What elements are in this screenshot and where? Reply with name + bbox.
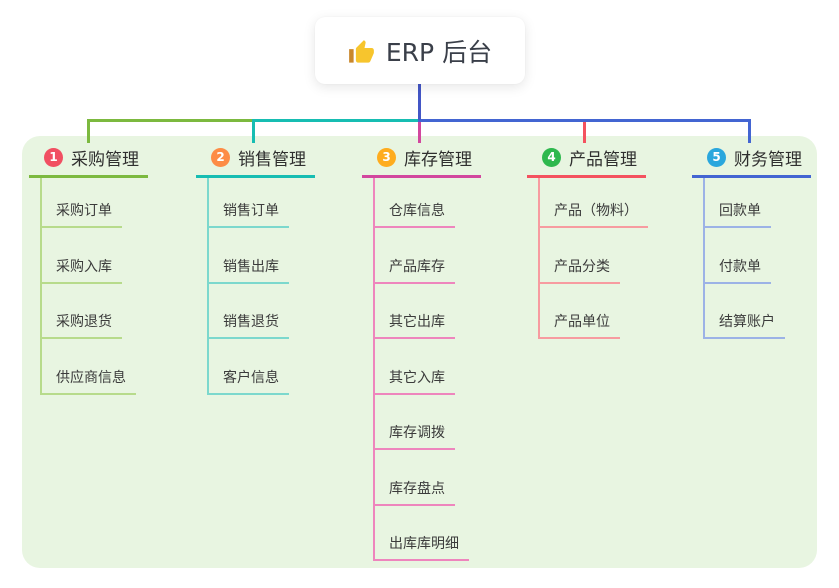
branch-4-drop-line (583, 122, 586, 143)
root-edge-line (418, 84, 421, 120)
root-node[interactable]: ERP 后台 (315, 17, 525, 84)
branch-title-label: 采购管理 (71, 149, 139, 170)
branch-children: 产品（物料） 产品分类 产品单位 (538, 178, 648, 339)
child-node[interactable]: 出库库明细 (375, 533, 469, 561)
branch-children: 回款单 付款单 结算账户 (703, 178, 811, 339)
branch-title-label: 库存管理 (404, 149, 472, 170)
child-node[interactable]: 其它出库 (375, 311, 455, 339)
branch-1-bus-line (87, 119, 254, 122)
child-node[interactable]: 客户信息 (209, 367, 289, 395)
branch-3-drop-line (418, 122, 421, 143)
branch-title-node[interactable]: 3 库存管理 (362, 142, 481, 178)
branch-number-badge: 5 (707, 147, 726, 167)
child-node[interactable]: 产品（物料） (540, 200, 648, 228)
branch-title-label: 销售管理 (238, 149, 306, 170)
branch-number-badge: 4 (542, 147, 561, 167)
child-node[interactable]: 产品单位 (540, 311, 620, 339)
branch-title-label: 产品管理 (569, 149, 637, 170)
branch-title-node[interactable]: 5 财务管理 (692, 142, 811, 178)
branch-number-badge: 2 (211, 147, 230, 167)
thumbs-up-icon (349, 39, 374, 63)
branch-children: 采购订单 采购入库 采购退货 供应商信息 (40, 178, 148, 395)
branch-number-badge: 3 (377, 147, 396, 167)
branch-title-node[interactable]: 1 采购管理 (29, 142, 148, 178)
child-node[interactable]: 采购入库 (42, 256, 122, 284)
branch-5-drop-line (748, 119, 751, 143)
child-node[interactable]: 销售退货 (209, 311, 289, 339)
branch-title-node[interactable]: 4 产品管理 (527, 142, 646, 178)
branch-number-badge: 1 (44, 147, 63, 167)
mindmap-panel (22, 136, 817, 568)
child-node[interactable]: 销售出库 (209, 256, 289, 284)
branch-5-bus-line (418, 119, 751, 122)
child-node[interactable]: 库存盘点 (375, 478, 455, 506)
child-node[interactable]: 销售订单 (209, 200, 289, 228)
branch-children: 销售订单 销售出库 销售退货 客户信息 (207, 178, 315, 395)
branch-1-drop-line (87, 119, 90, 143)
child-node[interactable]: 产品分类 (540, 256, 620, 284)
child-node[interactable]: 其它入库 (375, 367, 455, 395)
branch-title-node[interactable]: 2 销售管理 (196, 142, 315, 178)
branch-children: 仓库信息 产品库存 其它出库 其它入库 库存调拨 库存盘点 出库库明细 (373, 178, 481, 561)
child-node[interactable]: 结算账户 (705, 311, 785, 339)
branch-column-3: 3 库存管理 仓库信息 产品库存 其它出库 其它入库 库存调拨 库存盘点 出库库… (362, 142, 481, 561)
branch-column-4: 4 产品管理 产品（物料） 产品分类 产品单位 (527, 142, 648, 339)
child-node[interactable]: 供应商信息 (42, 367, 136, 395)
branch-2-drop-line (252, 119, 255, 143)
branch-2-bus-line (252, 119, 420, 122)
branch-column-2: 2 销售管理 销售订单 销售出库 销售退货 客户信息 (196, 142, 315, 395)
branch-column-5: 5 财务管理 回款单 付款单 结算账户 (692, 142, 811, 339)
child-node[interactable]: 回款单 (705, 200, 771, 228)
branch-title-label: 财务管理 (734, 149, 802, 170)
child-node[interactable]: 付款单 (705, 256, 771, 284)
child-node[interactable]: 采购订单 (42, 200, 122, 228)
branch-column-1: 1 采购管理 采购订单 采购入库 采购退货 供应商信息 (29, 142, 148, 395)
child-node[interactable]: 库存调拨 (375, 422, 455, 450)
child-node[interactable]: 产品库存 (375, 256, 455, 284)
child-node[interactable]: 采购退货 (42, 311, 122, 339)
child-node[interactable]: 仓库信息 (375, 200, 455, 228)
root-title: ERP 后台 (385, 37, 493, 67)
